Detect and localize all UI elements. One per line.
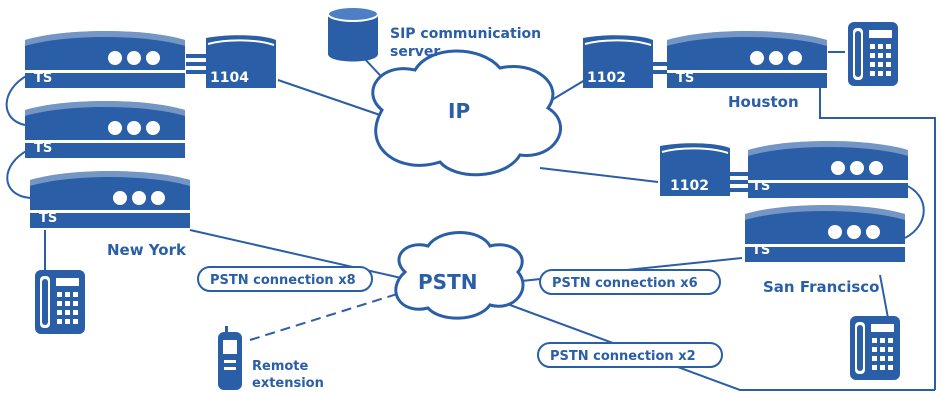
link-houston-right <box>819 85 936 390</box>
ts-label-ny-1: TS <box>34 71 52 86</box>
pstn-x6-label: PSTN connection x6 <box>552 276 698 291</box>
link-remote-dashed <box>249 289 411 341</box>
ip-cloud: IP <box>371 49 562 177</box>
san-francisco-site: 1102 TS TS San Francisco <box>659 141 908 380</box>
link-sf-ip <box>539 167 659 183</box>
new-york-label: New York <box>107 241 187 259</box>
remote-extension-label-line2: extension <box>252 376 324 391</box>
link-ny-pstn <box>189 229 411 281</box>
sip-server-label-line2: server <box>390 44 440 60</box>
ts-label-sf-2: TS <box>752 243 770 258</box>
ts-label-sf-1: TS <box>752 179 770 194</box>
link-sf-chain <box>904 184 925 239</box>
desk-phone-icon <box>848 22 898 86</box>
new-york-site: TS TS TS 1104 New York <box>25 31 277 334</box>
remote-extension-label-line1: Remote <box>252 359 309 374</box>
pstn-cloud: PSTN <box>394 231 525 320</box>
module-houston-label: 1102 <box>587 70 626 86</box>
pstn-connection-x2: PSTN connection x2 <box>537 342 723 368</box>
sip-server-label: SIP communication server <box>390 26 546 60</box>
pstn-connection-x8: PSTN connection x8 <box>197 266 373 292</box>
remote-extension-label: Remote extension <box>252 359 324 391</box>
ts-label-ny-3: TS <box>39 211 57 226</box>
link-ny-chain <box>5 74 31 199</box>
pstn-x2-label: PSTN connection x2 <box>550 349 696 364</box>
link-pstn-bottom <box>509 304 935 391</box>
module-ny-label: 1104 <box>210 70 249 86</box>
pstn-x8-label: PSTN connection x8 <box>210 273 356 288</box>
ts-label-houston: TS <box>676 71 694 86</box>
san-francisco-label: San Francisco <box>763 278 879 296</box>
pstn-cloud-label: PSTN <box>418 270 477 294</box>
link-ny-ip <box>277 79 381 116</box>
pstn-connection-x6: PSTN connection x6 <box>539 269 721 295</box>
desk-phone-icon <box>850 316 900 380</box>
ts-label-ny-2: TS <box>34 141 52 156</box>
sip-server-label-line1: SIP communication <box>390 26 541 42</box>
houston-site: 1102 TS Houston <box>582 22 898 111</box>
database-cylinder-icon <box>327 6 379 62</box>
desk-phone-icon <box>35 270 85 334</box>
ts-unit-sf-1 <box>748 141 908 198</box>
ip-cloud-label: IP <box>448 99 470 123</box>
mobile-phone-icon <box>218 326 242 390</box>
module-sf-label: 1102 <box>670 178 709 194</box>
link-sf-phone <box>879 274 889 319</box>
houston-label: Houston <box>728 93 799 111</box>
